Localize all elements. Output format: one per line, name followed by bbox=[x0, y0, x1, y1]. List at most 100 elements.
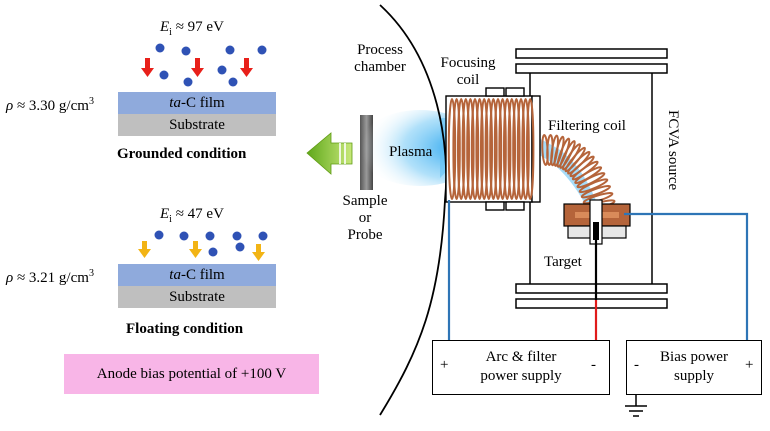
density-exponent: 3 bbox=[88, 268, 94, 279]
down-arrow-icon bbox=[141, 58, 154, 77]
arc-supply-line2: power supply bbox=[480, 368, 562, 384]
film-rest: -C film bbox=[180, 95, 225, 111]
ion-particle bbox=[257, 45, 267, 55]
ion-particle bbox=[208, 247, 218, 257]
density-value: ≈ 3.21 g/cm bbox=[13, 270, 89, 286]
flux-arrow-stripes bbox=[339, 143, 346, 164]
arc-supply-line1: Arc & filter bbox=[485, 349, 557, 365]
film-rest: -C film bbox=[180, 267, 225, 283]
coil-winding bbox=[493, 98, 503, 200]
coil-winding bbox=[470, 98, 480, 200]
focusing-coil-windings bbox=[447, 98, 535, 200]
energy-subscript: i bbox=[169, 27, 172, 38]
density-symbol: ρ bbox=[6, 270, 14, 286]
down-arrow-icon bbox=[138, 241, 151, 258]
floating-ta-c-film: ta-C film bbox=[118, 264, 276, 286]
ion-particle bbox=[159, 70, 169, 80]
coil-winding bbox=[475, 98, 484, 200]
film-italic: ta bbox=[169, 95, 181, 111]
coil-winding bbox=[466, 98, 475, 200]
target-label: Target bbox=[544, 254, 582, 270]
ion-particle bbox=[205, 231, 215, 241]
process-chamber-label: Process chamber bbox=[350, 42, 410, 76]
focusing-coil-line1: Focusing bbox=[440, 55, 496, 71]
floating-density-label: ρ ≈ 3.21 g/cm3 bbox=[6, 265, 94, 287]
sample-line: Sample bbox=[342, 193, 388, 209]
coil-winding bbox=[484, 98, 493, 200]
anode-bias-label: Anode bias potential of +100 V bbox=[64, 354, 319, 394]
ion-particle bbox=[228, 77, 238, 87]
filtering-coil-label: Filtering coil bbox=[548, 118, 626, 134]
coil-winding bbox=[526, 98, 535, 200]
energy-symbol: E bbox=[160, 19, 170, 35]
grounded-down-arrows bbox=[141, 58, 253, 77]
coil-winding bbox=[447, 98, 457, 200]
density-exponent: 3 bbox=[88, 96, 94, 107]
target-assembly bbox=[563, 199, 631, 245]
ion-particle bbox=[181, 46, 191, 56]
bias-supply-line1: Bias power bbox=[660, 349, 728, 365]
bias-power-supply: Bias power supply - + bbox=[626, 340, 762, 395]
grounded-ions bbox=[155, 43, 267, 87]
ion-particle bbox=[258, 231, 268, 241]
filtering-coil-windings bbox=[541, 133, 616, 211]
coil-winding bbox=[521, 98, 530, 200]
down-arrow-icon bbox=[252, 244, 265, 261]
coil-winding bbox=[489, 98, 498, 200]
arc-plus-terminal: + bbox=[440, 357, 449, 373]
ground-symbol-icon bbox=[625, 405, 647, 417]
bias-positive-wire bbox=[624, 212, 749, 355]
arc-minus-terminal: - bbox=[591, 357, 596, 373]
floating-ions bbox=[154, 230, 268, 257]
ion-particle bbox=[183, 77, 193, 87]
coil-winding bbox=[503, 98, 512, 200]
coil-winding bbox=[516, 98, 526, 200]
floating-condition-label: Floating condition bbox=[126, 321, 244, 337]
grounded-energy-label: Ei ≈ 97 eV bbox=[160, 19, 224, 41]
ion-particle bbox=[179, 231, 189, 241]
coil-winding bbox=[498, 98, 507, 200]
coil-winding bbox=[512, 98, 521, 200]
fcva-source-label: FCVA source bbox=[665, 110, 681, 191]
bias-minus-terminal: - bbox=[634, 357, 639, 373]
floating-down-arrows bbox=[138, 241, 265, 261]
ion-particle bbox=[155, 43, 165, 53]
ion-particle bbox=[154, 230, 164, 240]
wiring bbox=[447, 200, 749, 406]
density-value: ≈ 3.30 g/cm bbox=[13, 98, 89, 114]
ion-particle bbox=[225, 45, 235, 55]
energy-subscript: i bbox=[169, 214, 172, 225]
film-italic: ta bbox=[169, 267, 181, 283]
or-line: or bbox=[358, 210, 372, 226]
coil-winding bbox=[480, 98, 489, 200]
focusing-coil-line2: coil bbox=[456, 72, 480, 88]
coil-winding bbox=[461, 98, 470, 200]
coil-winding bbox=[578, 178, 609, 194]
density-symbol: ρ bbox=[6, 98, 14, 114]
energy-symbol: E bbox=[160, 206, 170, 222]
arc-filter-power-supply: Arc & filter power supply + - bbox=[432, 340, 610, 395]
coil-winding bbox=[507, 98, 516, 200]
process-chamber-line1: Process bbox=[357, 42, 403, 58]
grounded-condition-label: Grounded condition bbox=[117, 146, 247, 162]
grounded-substrate: Substrate bbox=[118, 114, 276, 136]
bias-supply-line2: supply bbox=[673, 368, 714, 384]
ion-particle bbox=[232, 231, 242, 241]
grounded-ta-c-film: ta-C film bbox=[118, 92, 276, 114]
floating-substrate: Substrate bbox=[118, 286, 276, 308]
ion-particle bbox=[235, 242, 245, 252]
energy-value: ≈ 97 eV bbox=[171, 19, 224, 35]
grounded-density-label: ρ ≈ 3.30 g/cm3 bbox=[6, 93, 94, 115]
sample-or-probe-label: Sample or Probe bbox=[336, 193, 394, 244]
focusing-coil-label: Focusing coil bbox=[436, 55, 500, 89]
down-arrow-icon bbox=[189, 241, 202, 258]
coil-winding bbox=[457, 98, 466, 200]
down-arrow-icon bbox=[191, 58, 204, 77]
probe-line: Probe bbox=[347, 227, 383, 243]
process-chamber-line2: chamber bbox=[354, 59, 406, 75]
bias-plus-terminal: + bbox=[745, 357, 754, 373]
coil-winding bbox=[452, 98, 461, 200]
down-arrow-icon bbox=[240, 58, 253, 77]
ion-particle bbox=[217, 65, 227, 75]
